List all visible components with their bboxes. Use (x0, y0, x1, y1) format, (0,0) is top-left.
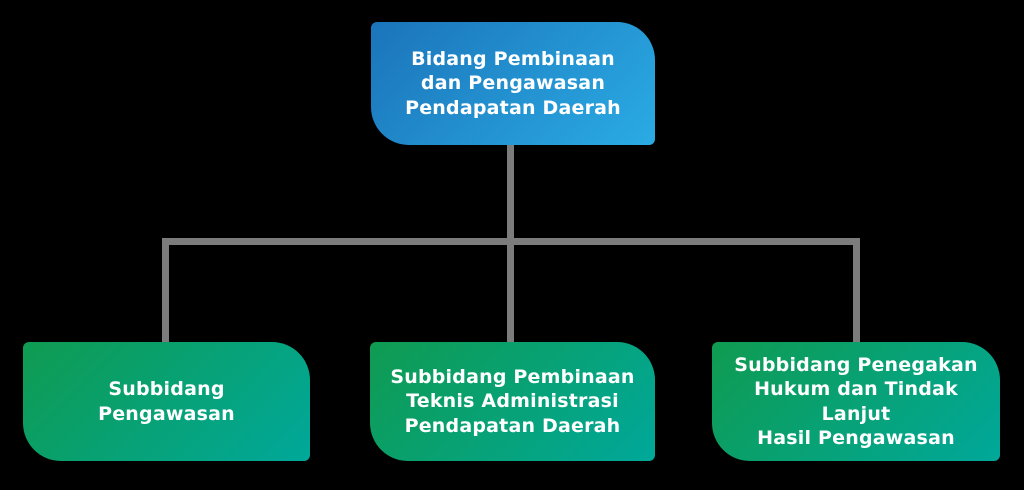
org-node-child-label: Subbidang Pengawasan (98, 378, 235, 425)
org-node-child-pengawasan: Subbidang Pengawasan (23, 342, 310, 461)
connector-drop-left (162, 238, 169, 343)
org-node-child-pembinaan-teknis: Subbidang Pembinaan Teknis Administrasi … (370, 342, 655, 461)
org-node-child-penegakan-hukum: Subbidang Penegakan Hukum dan Tindak Lan… (712, 342, 1000, 461)
connector-drop-right (853, 238, 860, 343)
org-node-child-label: Subbidang Pembinaan Teknis Administrasi … (390, 366, 635, 437)
org-node-child-label: Subbidang Penegakan Hukum dan Tindak Lan… (734, 353, 978, 449)
org-node-root-label: Bidang Pembinaan dan Pengawasan Pendapat… (405, 48, 621, 119)
org-node-root: Bidang Pembinaan dan Pengawasan Pendapat… (371, 22, 655, 145)
connector-horizontal-bar (162, 238, 860, 245)
